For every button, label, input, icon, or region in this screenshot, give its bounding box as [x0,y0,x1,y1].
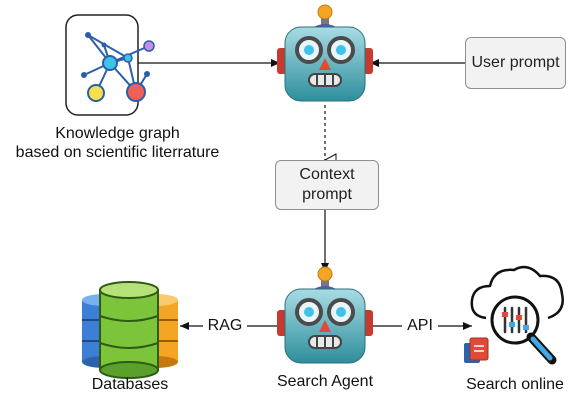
api-edge-label: API [402,316,438,335]
knowledge-graph-label: Knowledge graph based on scientific lite… [0,124,235,162]
context-prompt-label-line1: Context [299,166,355,183]
knowledge-graph-icon [65,14,155,116]
robot-icon-top [277,4,373,102]
rag-edge-label: RAG [203,316,247,335]
context-prompt-label-line2: prompt [302,186,352,203]
database-stack-icon [82,281,178,379]
search-online-label: Search online [466,376,564,393]
user-prompt-label: User prompt [471,54,560,71]
knowledge-graph-label-line1: Knowledge graph [55,125,180,142]
databases-label: Databases [91,376,169,393]
cloud-search-icon [464,265,564,365]
robot-icon-bottom [277,266,373,364]
context-prompt-box: Context prompt [275,160,379,210]
user-prompt-box: User prompt [465,37,566,89]
knowledge-graph-label-line2: based on scientific literrature [15,144,220,161]
search-agent-label: Search Agent [276,373,374,390]
